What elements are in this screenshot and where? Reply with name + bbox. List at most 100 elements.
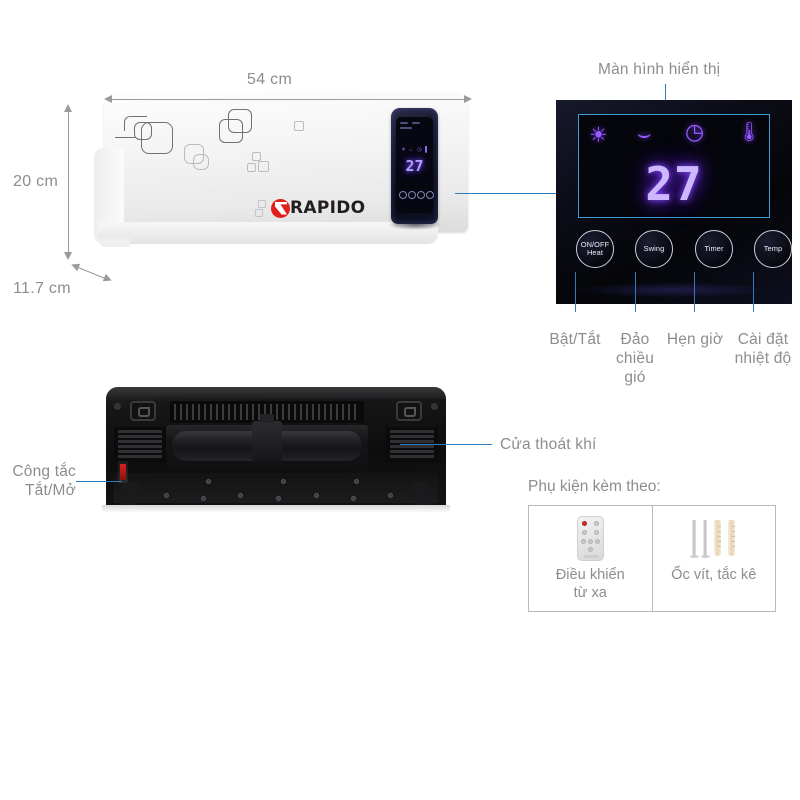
onoff-heat-label-line1: ON/OFF [580,239,610,249]
swing-button[interactable]: Swing [635,230,673,268]
heater-bottom-bezel [98,222,438,244]
timer-icon: ◷ [685,119,705,144]
caption-swing-line2: chiều [615,350,655,367]
mini-panel-shadow [388,220,442,230]
height-arrow-down [64,252,72,260]
mini-temperature-value: 27 [405,157,424,175]
height-dimension-line [68,112,70,252]
accessory-remote-cell: Điều khiển từ xa [529,506,652,611]
control-panel-closeup: ☀ ⌣ ◷ 🌡 27 ON/OFF Heat Swing Timer Temp [556,100,792,304]
width-dimension-line [112,99,464,101]
power-switch-callout-line [76,481,122,483]
rear-top-grille [170,401,364,423]
fan-motor [252,414,282,463]
timer-button[interactable]: Timer [695,230,733,268]
accessories-box: Điều khiển từ xa Ốc vít, tắc kê [528,505,776,612]
air-outlet-label: Cửa thoát khí [500,436,597,453]
temp-label: Temp [763,243,783,253]
accessory-screws-cell: Ốc vít, tắc kê [651,506,776,611]
caption-temp-line2: nhiệt độ [734,350,792,367]
rapido-mark-icon [271,198,290,218]
power-switch[interactable] [118,461,128,483]
display-callout-label: Màn hình hiển thị [598,61,721,78]
temperature-value: 27 [645,157,703,211]
mini-button-swing[interactable] [408,191,416,199]
onoff-heat-button[interactable]: ON/OFF Heat [576,230,614,268]
width-arrow-left [104,95,112,103]
screws-caption: Ốc vít, tắc kê [671,566,756,584]
corner-screw-left [114,403,121,410]
decor-square-5a [252,152,261,161]
decor-square-4 [294,121,304,131]
caption-timer-line1: Hẹn giờ [666,331,724,348]
mini-button-onoff[interactable] [399,191,407,199]
screws-caption-line1: Ốc vít, tắc kê [671,567,757,583]
depth-arrow-left [69,260,81,272]
heat-icon: ☀ [589,124,608,147]
product-front-view: RAPIDO ☀ ⌣ ◷ ▌ 27 [88,92,468,272]
rear-foot-right [414,483,430,509]
logo-square-icon [258,199,266,208]
swing-icon: ⌣ [637,121,652,146]
air-outlet-callout-line [400,444,492,446]
accessories-title: Phụ kiện kèm theo: [528,478,661,495]
width-arrow-right [464,95,472,103]
display-screen: ☀ ⌣ ◷ 🌡 27 [578,114,770,218]
accessories-section: Phụ kiện kèm theo: Điều khiển từ xa [528,478,776,613]
remote-control-icon [576,514,604,562]
mini-control-panel: ☀ ⌣ ◷ ▌ 27 [391,108,438,224]
depth-arrow-right [102,273,114,285]
caption-onoff: Bật/Tắt [531,330,619,349]
depth-label: 11.7 cm [13,280,71,297]
caption-swing-line3: gió [624,369,646,386]
width-label: 54 cm [247,71,293,88]
brand-name: RAPIDO [290,198,366,218]
corner-screw-right [431,403,438,410]
rear-top-edge [106,387,446,399]
caption-onoff-line1: Bật/Tắt [549,331,601,348]
rear-foot-left [122,483,138,509]
decor-bar [115,137,135,138]
brand-logo: RAPIDO [255,198,366,218]
product-rear-view [96,383,456,521]
rear-shadow [102,505,450,513]
caption-swing: Đảo chiều gió [604,330,666,387]
timer-callout-line [694,272,696,312]
power-switch-label: Công tắc Tắt/Mở [4,462,76,500]
onoff-heat-label-line2: Heat [586,248,603,257]
mini-button-timer[interactable] [417,191,425,199]
wall-bracket-right [396,401,422,421]
mini-screen: ☀ ⌣ ◷ ▌ 27 [396,117,434,213]
temp-button[interactable]: Temp [754,230,792,268]
decor-square-5c [247,163,256,172]
heater-foot [100,238,130,247]
onoff-callout-line [575,272,577,312]
decor-square-3b [193,154,209,170]
remote-caption: Điều khiển từ xa [556,566,625,602]
air-vent-left [114,427,166,463]
temp-callout-line [753,272,755,312]
caption-swing-line1: Đảo [620,331,650,348]
screws-anchors-icon [689,514,736,562]
power-switch-label-line1: Công tắc [12,463,76,480]
decor-square-2a [228,109,252,133]
mini-button-temp[interactable] [426,191,434,199]
wall-bracket-left [130,401,156,421]
decor-hook [124,116,147,131]
decor-square-small-1 [134,122,152,140]
panel-glow [574,282,774,298]
thermometer-icon: 🌡 [737,122,762,143]
caption-timer: Hẹn giờ [661,330,729,349]
decor-square-large-1 [141,122,173,154]
power-switch-label-line2: Tắt/Mở [25,482,76,499]
timer-label: Timer [704,243,724,253]
remote-caption-line2: từ xa [573,585,607,601]
remote-caption-line1: Điều khiển [555,567,625,583]
height-arrow-up [64,104,72,112]
swing-callout-line [635,272,637,312]
fan-housing [166,414,368,469]
logo-square-icon [255,208,263,217]
swing-label: Swing [643,243,665,253]
decor-square-2b [219,119,243,143]
display-connector-line [455,193,556,195]
